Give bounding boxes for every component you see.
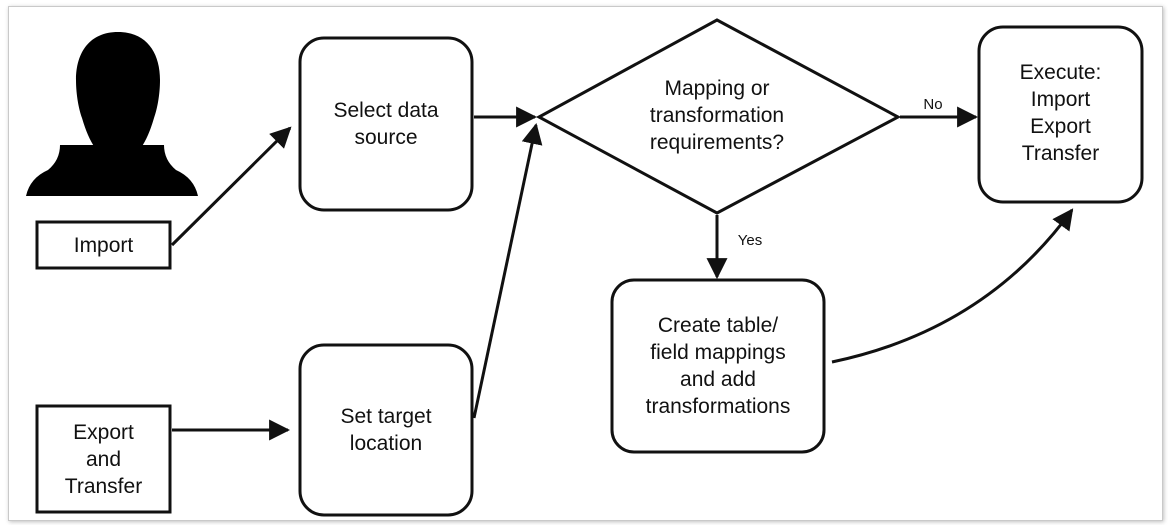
export-transfer-box — [35, 404, 172, 514]
select-source-label: Select data source — [333, 99, 439, 149]
decision-diamond — [535, 18, 902, 215]
import-label: Import — [73, 233, 134, 257]
execute-label: Execute: Import Export Transfer — [1019, 61, 1102, 165]
create-mappings-label: Create table/ field mappings and add tra… — [645, 314, 791, 418]
select-source-box — [298, 36, 474, 212]
execute-box — [977, 25, 1144, 204]
arrow-mappings-to-execute — [831, 208, 1074, 364]
arrow-import-to-source — [170, 126, 292, 247]
decision-label: Mapping or transformation requirements? — [649, 76, 785, 154]
arrow-target-to-decision — [472, 122, 543, 419]
yes-edge-label: Yes — [737, 232, 763, 249]
person-silhouette-icon — [26, 32, 198, 196]
import-box — [35, 220, 172, 270]
set-target-box — [298, 343, 474, 517]
export-transfer-label: Export and Transfer — [64, 420, 143, 498]
no-edge-label: No — [923, 96, 943, 113]
create-mappings-box — [610, 278, 826, 454]
set-target-label: Set target location — [340, 405, 432, 455]
